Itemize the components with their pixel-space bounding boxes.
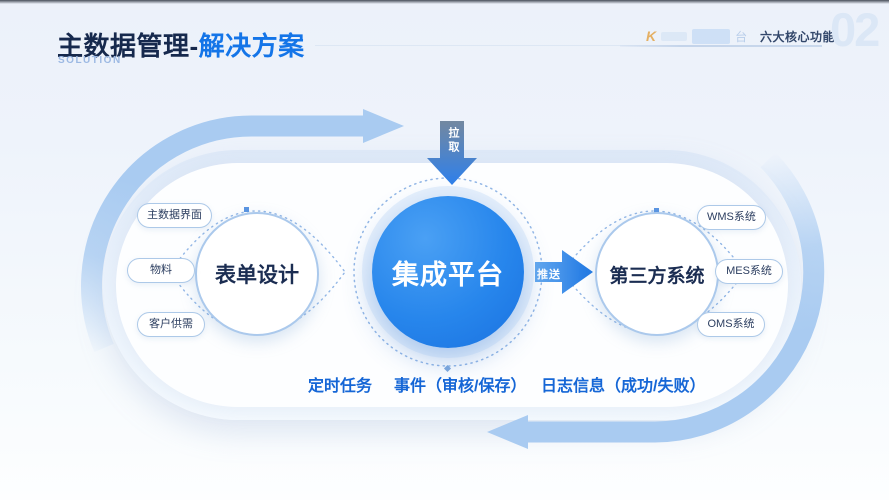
node-form-design-title: 表单设计 [215, 264, 299, 287]
loop-arrow-bottom [487, 152, 825, 449]
pull-arrow-icon [427, 121, 477, 185]
tag-mes-system: MES系统 [715, 259, 783, 284]
page-subtitle: SOLUTION [58, 55, 122, 66]
logo-letter: K [646, 28, 657, 44]
logo-faded-glyph: 台 [735, 29, 748, 44]
node-form-design: 表单设计 [195, 212, 319, 336]
tag-customer-supply-demand: 客户供需 [137, 312, 205, 337]
label-events: 事件（审核/保存） [394, 378, 527, 395]
page-title-accent: 解决方案 [198, 31, 305, 61]
page-title: 主数据管理-解决方案 [57, 26, 305, 63]
label-scheduled-tasks: 定时任务 [308, 378, 373, 395]
logo-underline [620, 45, 822, 47]
tag-wms-system: WMS系统 [697, 205, 766, 230]
tag-oms-system: OMS系统 [697, 312, 765, 337]
page-title-main: 主数据管理- [57, 31, 199, 61]
push-arrow-icon [535, 250, 593, 294]
pull-arrow-label: 拉取 [447, 127, 459, 155]
loop-arrow-top [81, 109, 404, 353]
push-arrow-label: 推送 [537, 269, 561, 281]
header-divider [315, 45, 822, 46]
tag-material: 物料 [127, 258, 195, 283]
node-integration-platform-title: 集成平台 [392, 259, 504, 290]
brand-label: 六大核心功能 [760, 30, 836, 44]
node-third-party-system: 第三方系统 [595, 212, 719, 336]
node-third-party-system-title: 第三方系统 [609, 265, 705, 287]
logo-blur-block [692, 28, 731, 44]
logo-blur-block [661, 31, 688, 41]
label-log-info: 日志信息（成功/失败） [541, 378, 706, 395]
page-number: 02 [830, 3, 880, 56]
top-edge-shadow [0, 0, 889, 4]
brand-logo: K 台 [646, 27, 747, 45]
node-integration-platform: 集成平台 [372, 196, 524, 348]
left-node-dotted-arcs [169, 210, 346, 334]
tag-master-data-ui: 主数据界面 [137, 203, 212, 228]
